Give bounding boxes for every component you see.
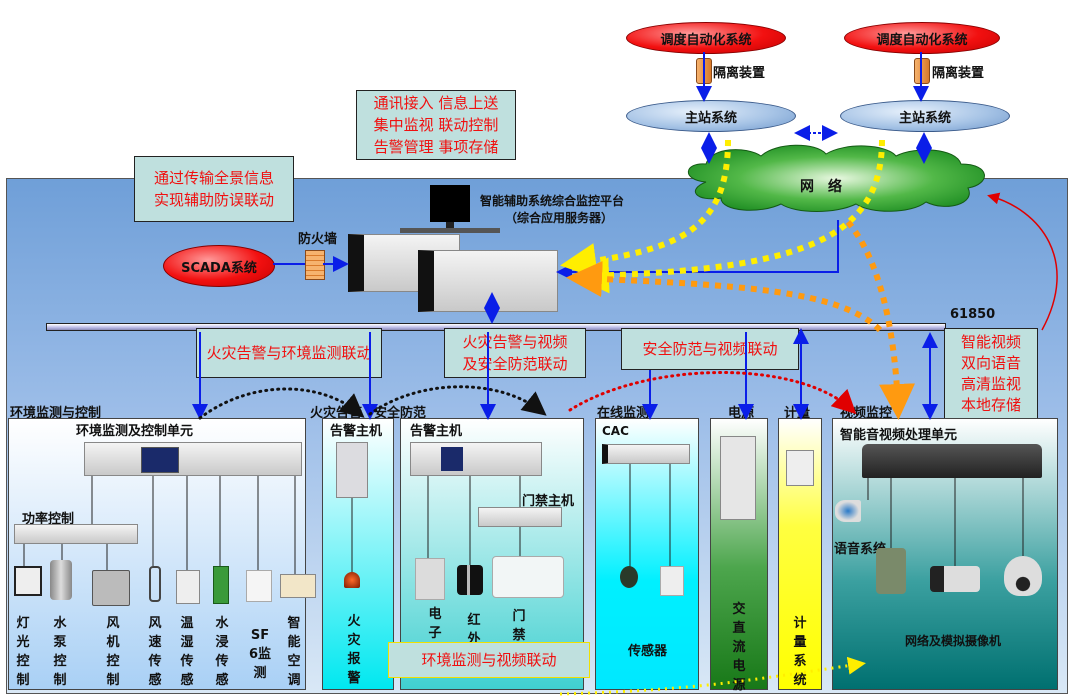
firewall-label: 防火墙 (298, 232, 338, 247)
fan-icon (92, 570, 130, 606)
lcd-screen (441, 447, 463, 471)
security-video-text: 安全防范与视频联动 (642, 340, 778, 358)
fire-video-line: 火灾告警与视频 (462, 333, 568, 351)
sf6-monitor-icon (246, 570, 272, 602)
server-unit-front[interactable] (418, 250, 558, 312)
access-host-label: 门禁主机 (522, 494, 575, 509)
smart-video-note: 智能视频 双向语音 高清监视 本地存储 (944, 328, 1038, 420)
fire-host-label: 告警主机 (330, 424, 383, 439)
floodlight-icon (14, 566, 42, 596)
smart-ac-icon (280, 574, 316, 598)
pressure-sensor-icon (620, 566, 638, 588)
power-control-label: 功率控制 (22, 512, 75, 527)
master-station-right[interactable]: 主站系统 (840, 100, 1010, 132)
network-label: 网 络 (800, 179, 842, 195)
env-video-text: 环境监测与视频联动 (421, 651, 557, 669)
isolation-device-icon (696, 58, 712, 84)
voice-system-label: 语音系统 (834, 542, 887, 557)
power-control-unit[interactable] (14, 524, 138, 544)
cac-label: CAC (602, 424, 629, 438)
smart-video-line: 双向语音 (960, 354, 1021, 372)
env-item-label: 水浸传感 (215, 616, 229, 688)
security-host-label: 告警主机 (410, 424, 463, 439)
env-item-label: 水泵控制 (53, 616, 67, 688)
functions-note: 通讯接入 信息上送 集中监视 联动控制 告警管理 事项存储 (356, 90, 516, 160)
master-station-left-label: 主站系统 (684, 110, 737, 126)
fire-env-text: 火灾告警与环境监测联动 (206, 344, 372, 362)
fire-alarm-beacon-icon (344, 572, 360, 588)
ac-dc-power-unit[interactable] (720, 436, 756, 520)
speaker-horn-icon (835, 500, 861, 522)
keyboard-icon (400, 228, 500, 233)
security-video-linkage-note: 安全防范与视频联动 (621, 328, 799, 370)
env-item-label: 风机控制 (106, 616, 120, 688)
protocol-label: 61850 (950, 307, 996, 322)
water-immersion-sensor-icon (213, 566, 229, 604)
functions-note-line: 通讯接入 信息上送 (373, 94, 499, 112)
nvr-device[interactable] (862, 444, 1042, 478)
env-item-label: 灯光控制 (16, 616, 30, 688)
platform-title: 智能辅助系统综合监控平台 (480, 194, 625, 208)
dome-camera-icon (1004, 556, 1042, 596)
env-video-linkage-note: 环境监测与视频联动 (388, 642, 590, 678)
env-control-unit[interactable] (84, 442, 302, 476)
env-item-label: 风速传感 (148, 616, 162, 688)
fire-item-label: 火灾报警 (347, 614, 361, 686)
electronic-fence-icon (415, 558, 445, 600)
env-unit-label: 环境监测及控制单元 (76, 424, 194, 439)
env-section-title: 环境监测与控制 (10, 406, 102, 421)
cac-unit[interactable] (602, 444, 690, 464)
isolation-label-right: 隔离装置 (932, 66, 985, 81)
box-camera-icon (930, 566, 980, 592)
fire-alarm-host[interactable] (336, 442, 368, 498)
firewall-icon (305, 250, 325, 280)
functions-note-line: 告警管理 事项存储 (373, 138, 499, 156)
fire-video-linkage-note: 火灾告警与视频 及安全防范联动 (444, 328, 586, 378)
platform-subtitle: （综合应用服务器） (505, 211, 614, 225)
access-control-host[interactable] (478, 507, 562, 527)
security-item-label: 电子 (428, 607, 442, 641)
ptz-camera-icon (876, 548, 906, 594)
access-card-reader-icon (492, 556, 564, 598)
smart-video-line: 高清监视 (960, 375, 1021, 393)
anti-misop-line: 通过传输全景信息 (153, 169, 274, 187)
monitor-sensor-icon (660, 566, 684, 596)
anti-misoperation-note: 通过传输全景信息 实现辅助防误联动 (134, 156, 294, 222)
water-pump-icon (50, 560, 72, 600)
wind-speed-sensor-icon (149, 566, 161, 602)
dispatch-system-left[interactable]: 调度自动化系统 (626, 22, 786, 54)
temp-humidity-sensor-icon (176, 570, 200, 604)
scada-label: SCADA系统 (181, 260, 257, 276)
security-item-label: 门禁 (512, 609, 526, 643)
anti-misop-line: 实现辅助防误联动 (153, 191, 274, 209)
power-item-label: 交直流电源 (732, 602, 746, 693)
security-alarm-host[interactable] (410, 442, 542, 476)
lcd-screen (141, 447, 179, 473)
isolation-label-left: 隔离装置 (713, 66, 766, 81)
cameras-label: 网络及模拟摄像机 (905, 634, 1002, 648)
fire-env-linkage-note: 火灾告警与环境监测联动 (196, 328, 382, 378)
dispatch-system-right[interactable]: 调度自动化系统 (844, 22, 1000, 54)
env-item-label: 智能空调 (287, 616, 301, 688)
smart-video-line: 智能视频 (960, 333, 1021, 351)
electric-meter-icon (786, 450, 814, 486)
master-station-left[interactable]: 主站系统 (626, 100, 796, 132)
video-unit-label: 智能音视频处理单元 (840, 428, 958, 443)
env-item-label: 温湿传感 (180, 616, 194, 688)
sensor-label: 传感器 (628, 644, 668, 659)
monitor-stand (446, 222, 454, 228)
dispatch-system-left-label: 调度自动化系统 (660, 32, 752, 48)
scada-system[interactable]: SCADA系统 (163, 245, 275, 287)
isolation-device-icon (914, 58, 930, 84)
smart-video-line: 本地存储 (960, 396, 1021, 414)
monitor-icon (430, 185, 470, 222)
master-station-right-label: 主站系统 (898, 110, 951, 126)
fire-video-line: 及安全防范联动 (462, 355, 568, 373)
metering-item-label: 计量系统 (793, 616, 807, 688)
infrared-sensor-icon (457, 565, 483, 595)
dispatch-system-right-label: 调度自动化系统 (876, 32, 968, 48)
functions-note-line: 集中监视 联动控制 (373, 116, 499, 134)
env-item-label: SF6监测 (248, 628, 272, 681)
